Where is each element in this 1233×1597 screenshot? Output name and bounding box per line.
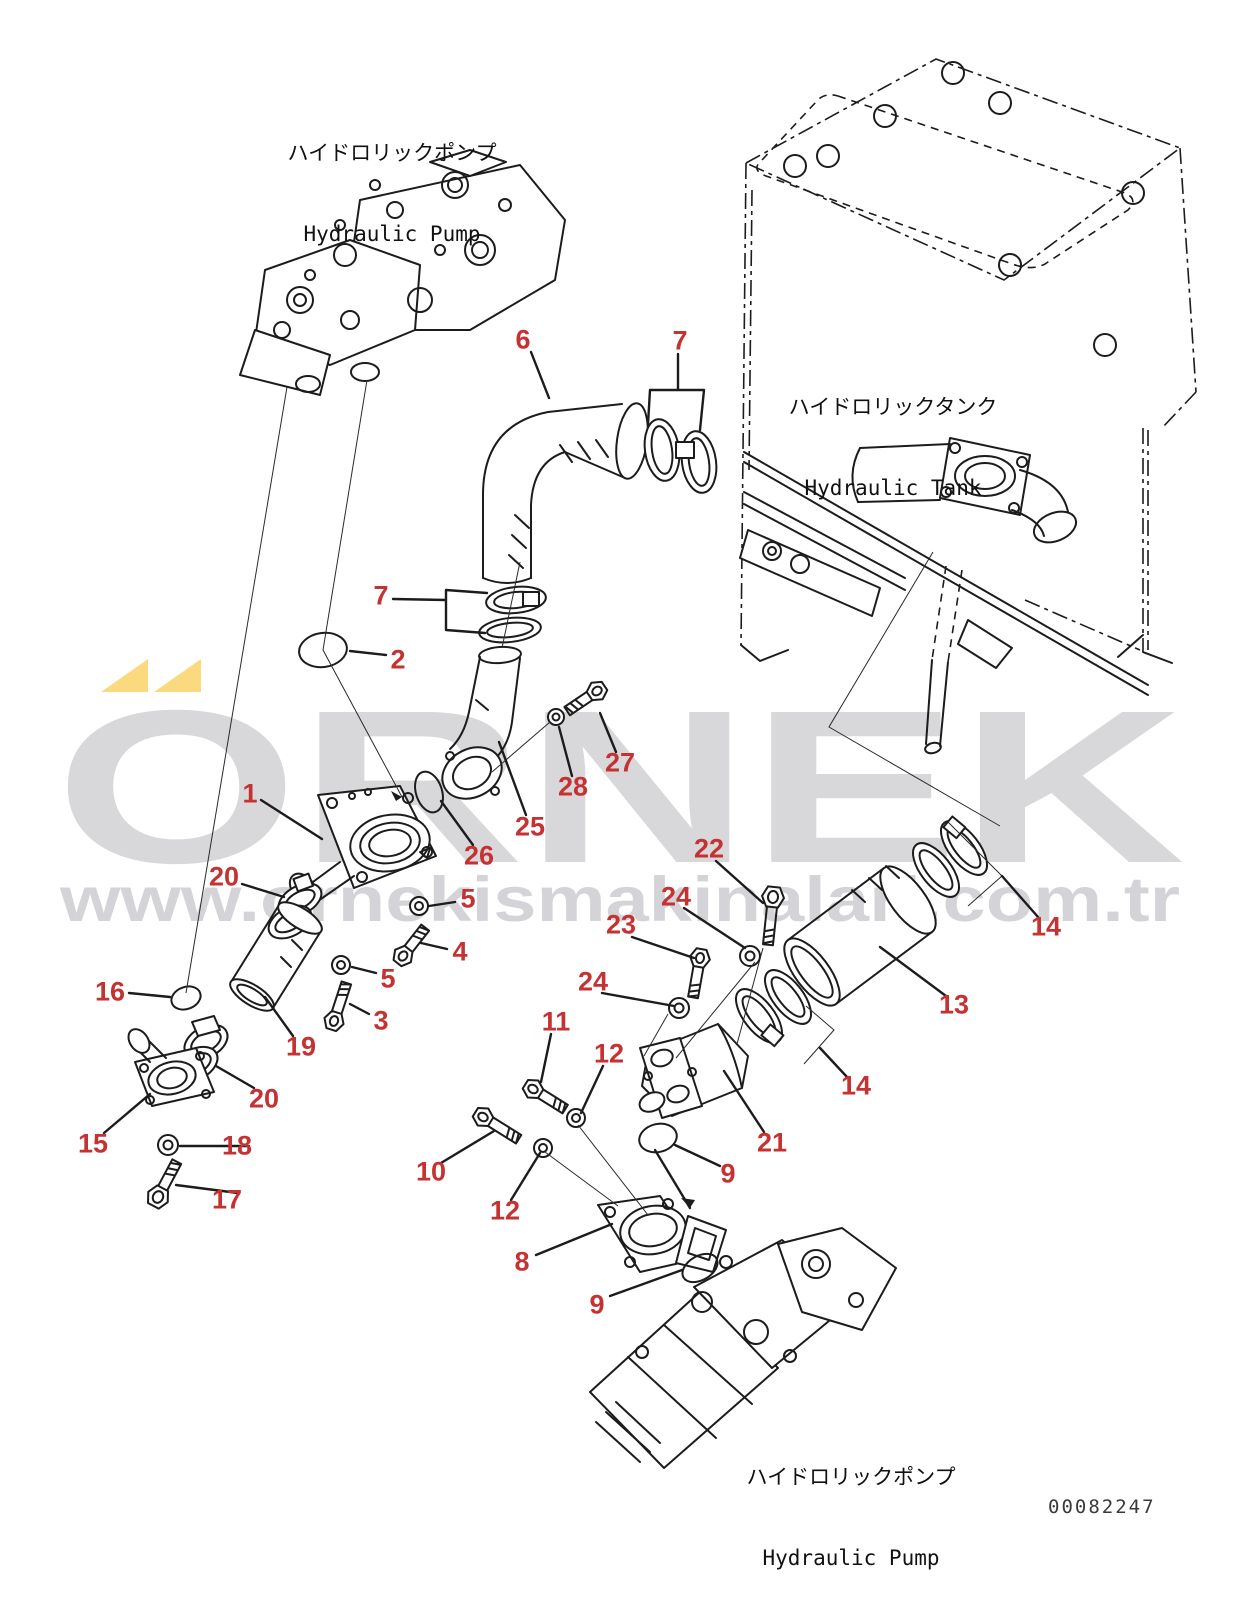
label-hydraulic-pump-bottom-en: Hydraulic Pump <box>762 1546 940 1570</box>
watermark-url: www.ornekismakinalari.com.tr <box>59 865 1180 935</box>
flange-15-drawing <box>127 1028 215 1107</box>
clamp-14-lower <box>735 969 835 1065</box>
label-hydraulic-pump-top: ハイドロリックポンプ Hydraulic Pump <box>288 86 497 302</box>
hydraulic-tank-drawing <box>739 58 1197 755</box>
oring-9-lower <box>681 1252 719 1284</box>
housing-21-drawing <box>638 1023 749 1119</box>
clamp-7-pair-right <box>643 418 718 494</box>
oring-9-upper <box>638 1122 678 1154</box>
label-hydraulic-pump-top-ja: ハイドロリックポンプ <box>287 141 497 165</box>
hydraulic-pump-bottom-drawing <box>589 1227 897 1469</box>
bolt-3 <box>323 980 353 1033</box>
washer-12-lower <box>533 1138 553 1158</box>
label-hydraulic-tank: ハイドロリックタンク Hydraulic Tank <box>789 340 998 556</box>
hose-6-drawing <box>482 402 649 584</box>
washer-5-upper <box>409 896 429 916</box>
hydraulic-pump-top-drawing <box>239 149 566 396</box>
washer-5-lower <box>331 955 351 975</box>
clamp-14-upper <box>912 815 1003 907</box>
bolt-11 <box>521 1078 569 1115</box>
arrowhead-1 <box>391 791 402 801</box>
tank-cover-bolts <box>783 61 1145 357</box>
flange-8-drawing <box>597 1195 727 1273</box>
arrowhead-9 <box>681 1198 695 1208</box>
label-hydraulic-pump-bottom-ja: ハイドロリックポンプ <box>746 1465 956 1489</box>
tank-suction-elbow <box>851 437 1078 755</box>
bolt-4 <box>392 923 431 968</box>
washer-24-lower <box>668 997 690 1019</box>
washer-24-upper <box>739 945 761 967</box>
watermark-umlaut-triangle-left <box>101 659 148 692</box>
leader-lines <box>102 350 1040 1298</box>
tube-25-drawing <box>441 645 522 800</box>
watermark: ORNEK www.ornekismakinalari.com.tr <box>55 659 1185 935</box>
label-hydraulic-pump-bottom: ハイドロリックポンプ Hydraulic Pump <box>747 1410 956 1597</box>
hose-13-drawing <box>783 865 937 1007</box>
label-hydraulic-tank-en: Hydraulic Tank <box>804 476 982 500</box>
oring-16 <box>170 985 202 1011</box>
bolt-27 <box>563 680 609 717</box>
watermark-umlaut-triangle-right <box>154 659 201 692</box>
label-hydraulic-pump-top-en: Hydraulic Pump <box>303 222 481 246</box>
clamp-7-pair-mid <box>478 585 547 644</box>
oring-2 <box>298 631 348 669</box>
washer-18 <box>157 1134 179 1156</box>
tank-frame-rails <box>739 451 1149 696</box>
washer-28 <box>547 708 565 726</box>
oring-9-install-line <box>653 1148 692 1210</box>
label-hydraulic-tank-ja: ハイドロリックタンク <box>788 395 998 419</box>
construction-lines <box>185 379 1001 1216</box>
drawing-number: 00082247 <box>1048 1496 1156 1518</box>
watermark-text: ORNEK <box>55 666 1185 909</box>
bolt-10 <box>471 1106 523 1145</box>
gasket-26 <box>414 770 444 814</box>
bolt-22 <box>761 885 785 947</box>
bolt-17 <box>147 1158 183 1210</box>
